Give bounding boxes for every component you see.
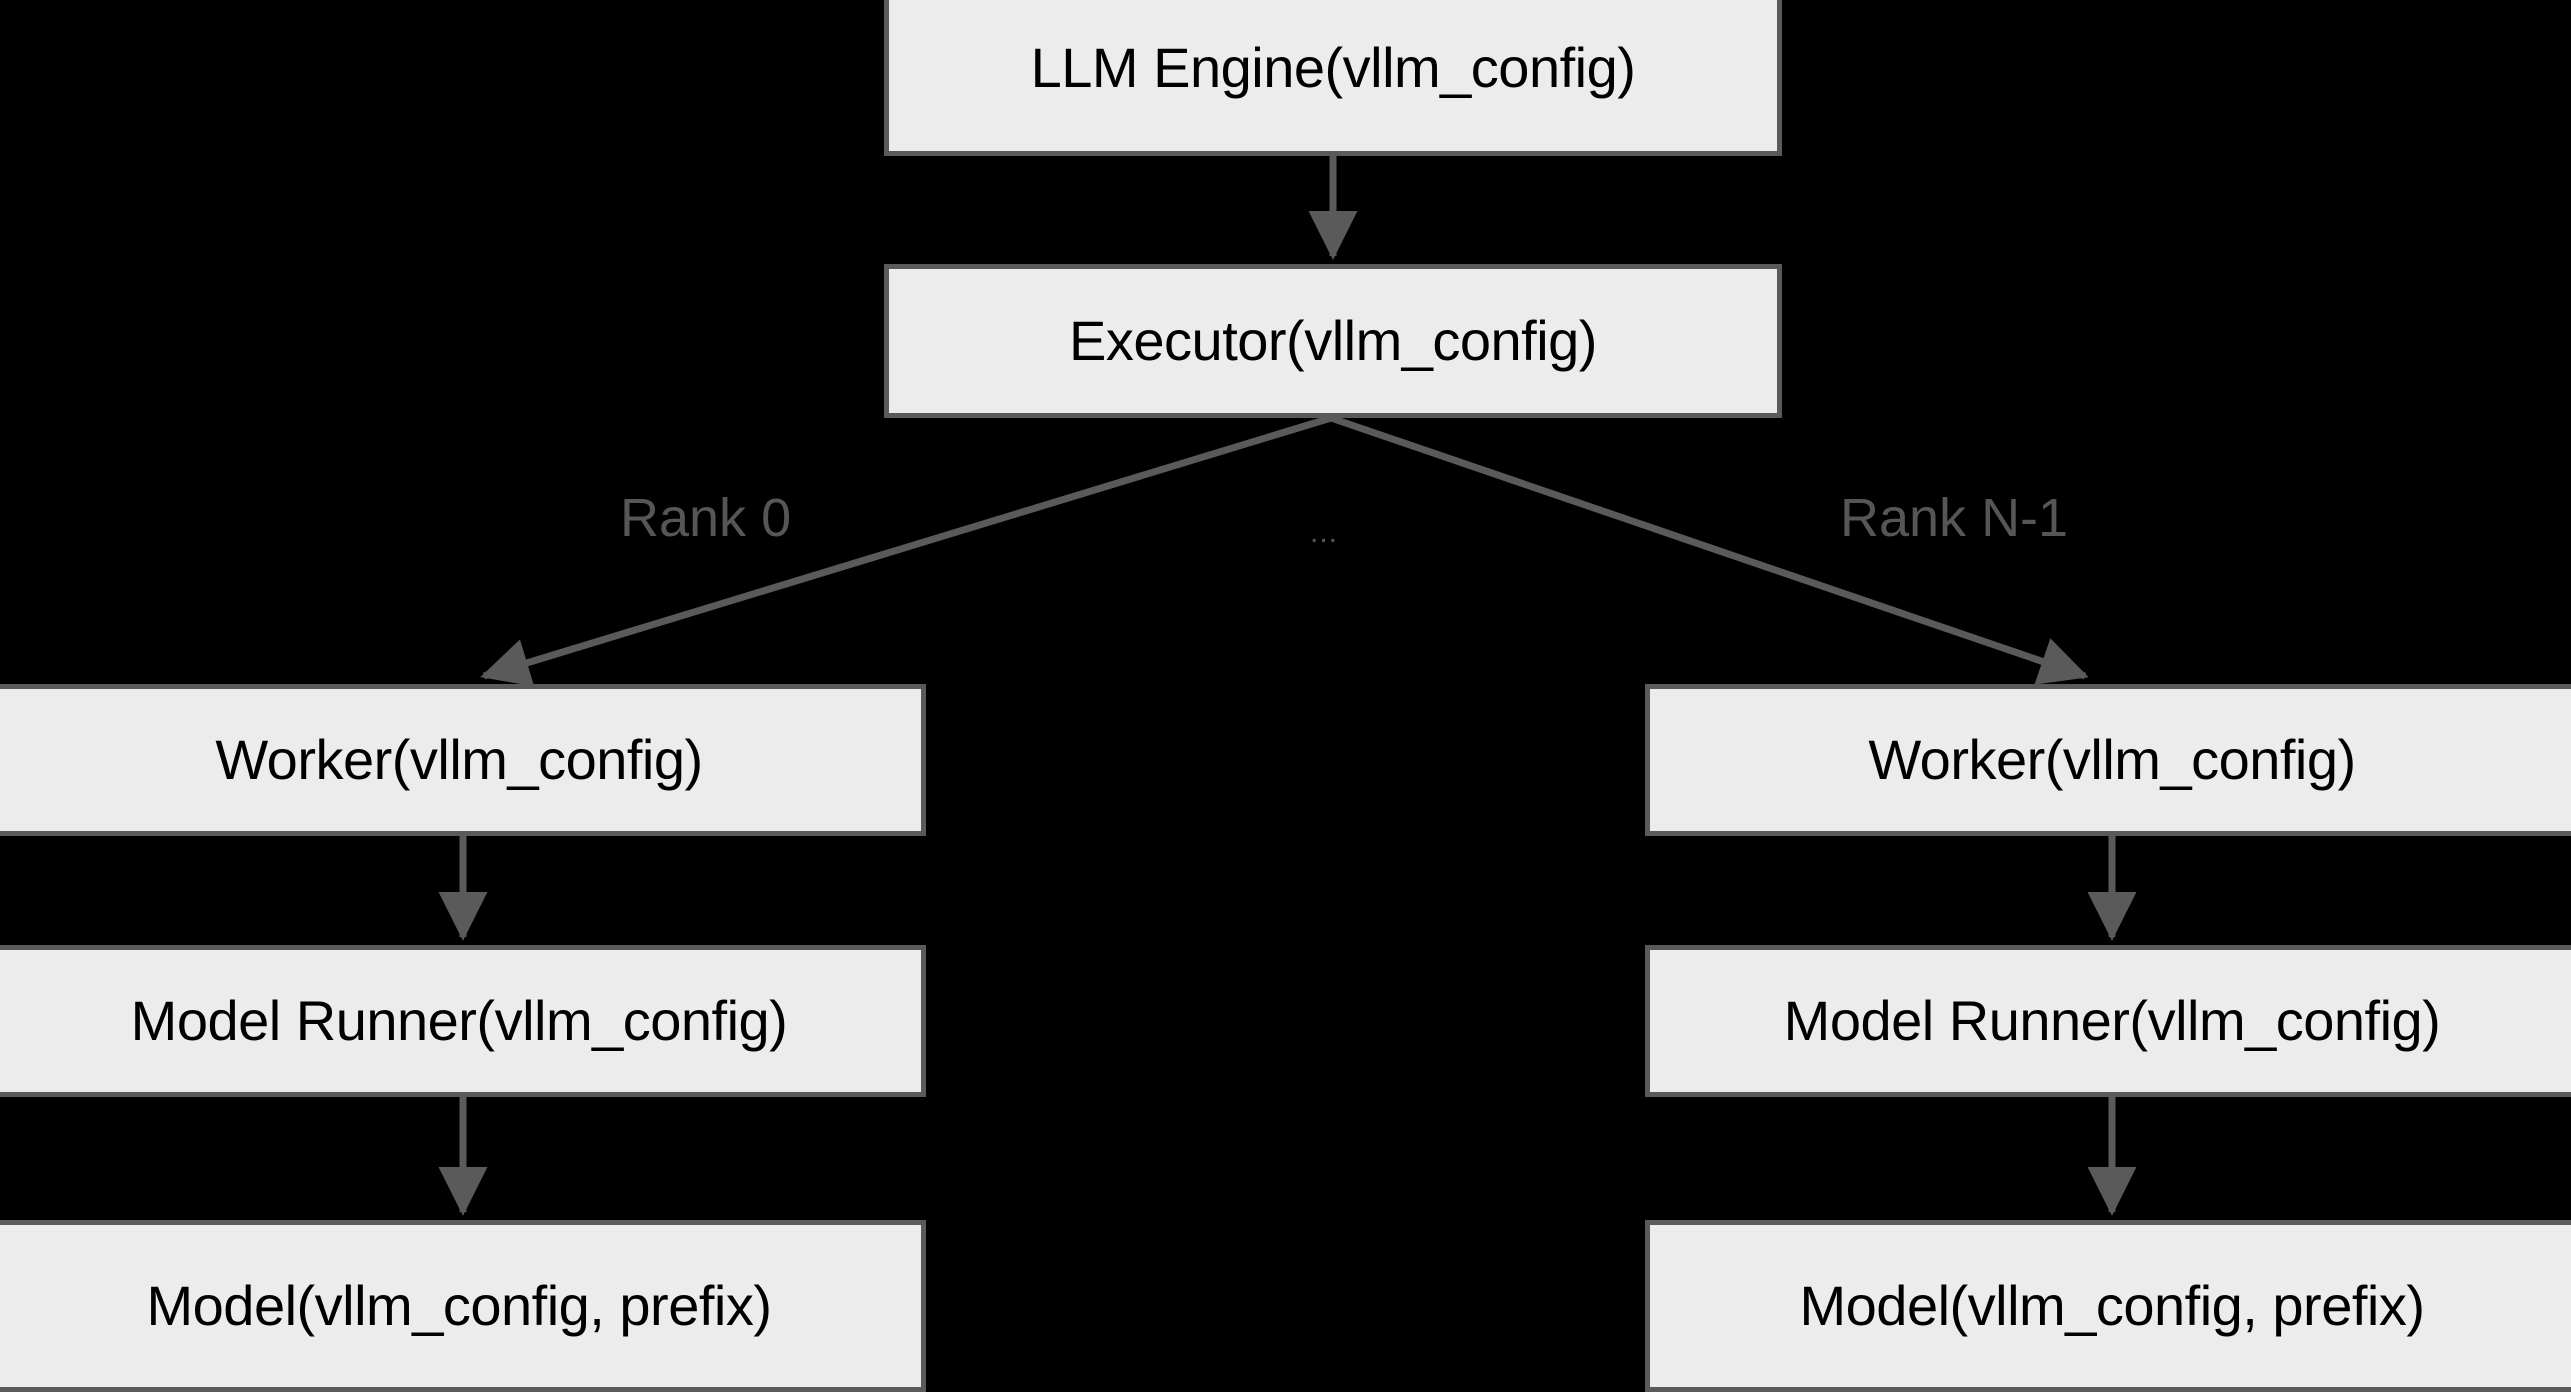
node-model-rank-n-label: Model(vllm_config, prefix) xyxy=(1799,1274,2425,1337)
edge-label-rank-n: Rank N-1 xyxy=(1840,488,2069,548)
node-llm-engine-label: LLM Engine(vllm_config) xyxy=(1030,36,1636,99)
node-executor[interactable]: Executor(vllm_config) xyxy=(884,264,1782,418)
node-model-runner-rank-0-label: Model Runner(vllm_config) xyxy=(130,989,788,1052)
node-worker-rank-n[interactable]: Worker(vllm_config) xyxy=(1645,684,2571,836)
edge-executor-to-worker-0 xyxy=(480,414,1333,687)
node-model-rank-n[interactable]: Model(vllm_config, prefix) xyxy=(1645,1220,2571,1392)
node-worker-rank-n-label: Worker(vllm_config) xyxy=(1868,728,2356,791)
node-executor-label: Executor(vllm_config) xyxy=(1069,309,1597,372)
edge-label-ellipsis: ... xyxy=(1310,516,1339,549)
node-worker-rank-0-label: Worker(vllm_config) xyxy=(215,728,703,791)
node-model-runner-rank-n[interactable]: Model Runner(vllm_config) xyxy=(1645,945,2571,1097)
node-model-rank-0-label: Model(vllm_config, prefix) xyxy=(146,1274,772,1337)
node-worker-rank-0[interactable]: Worker(vllm_config) xyxy=(0,684,926,836)
node-model-runner-rank-n-label: Model Runner(vllm_config) xyxy=(1783,989,2441,1052)
node-model-runner-rank-0[interactable]: Model Runner(vllm_config) xyxy=(0,945,926,1097)
node-model-rank-0[interactable]: Model(vllm_config, prefix) xyxy=(0,1220,926,1392)
edge-label-rank-0: Rank 0 xyxy=(620,488,792,548)
node-llm-engine[interactable]: LLM Engine(vllm_config) xyxy=(884,0,1782,156)
